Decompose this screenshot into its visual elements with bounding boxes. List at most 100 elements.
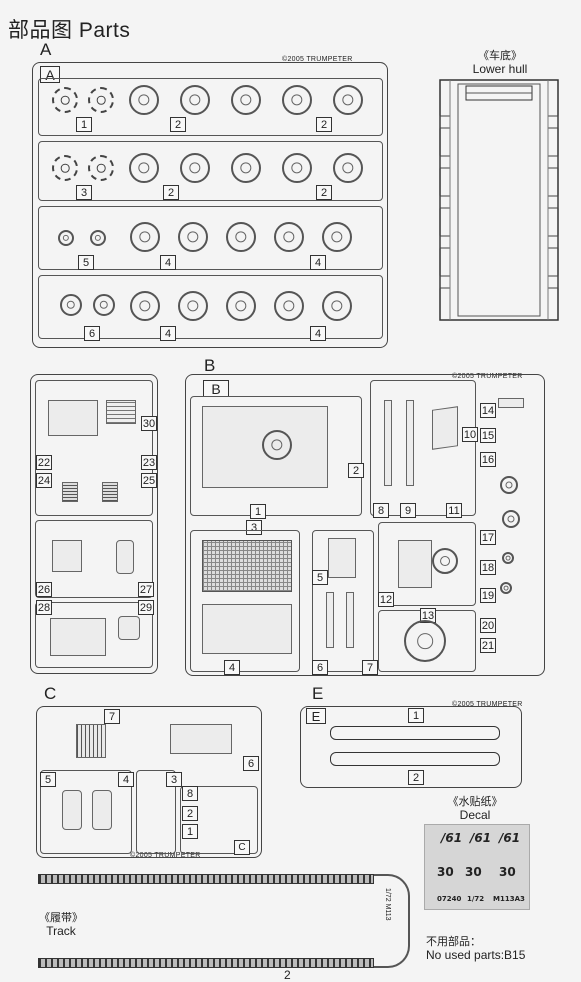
part-number: 2 [316,185,332,200]
part-number: 2 [316,117,332,132]
box-part [52,540,82,572]
sprue-b-cell [35,380,153,516]
idler-wheel-icon [60,294,82,316]
sprue-b-letter: B [204,356,216,375]
part-number: 29 [138,600,154,615]
part-number: 6 [84,326,100,341]
sprue-e-copyright: ©2005 TRUMPETER [452,701,523,708]
circular-part-icon [432,548,458,574]
part-number: 5 [40,772,56,787]
fitting-part [118,616,140,640]
sprue-b-cell [190,530,300,672]
part-number: 9 [400,503,416,518]
light-cluster-part [62,790,82,830]
sprue-b-cell [35,520,153,598]
part-number: 1 [250,504,266,519]
part-number: 21 [480,638,496,653]
grille-part [106,400,136,424]
part-number: 6 [243,756,259,771]
door-part [328,538,356,578]
sprue-a-row-3 [38,206,383,270]
sprue-c-cell [136,770,176,854]
road-wheel-icon [282,153,312,183]
track-run-lower [38,958,374,968]
road-wheel-icon [178,291,208,321]
road-wheel-icon [333,85,363,115]
part-number: 26 [36,582,52,597]
part-number: 4 [224,660,240,675]
part-number: 28 [36,600,52,615]
plate-part [432,406,458,450]
part-number: 6 [312,660,328,675]
part-number: 4 [118,772,134,787]
sprue-b-cell [312,530,374,672]
part-number: 5 [312,570,328,585]
road-wheel-icon [178,222,208,252]
road-wheel-icon [322,291,352,321]
page-number: 2 [284,968,291,982]
part-number: 10 [462,427,478,442]
part-number: 4 [160,326,176,341]
part-number: 3 [246,520,262,535]
road-wheel-icon [333,153,363,183]
sprue-c-cell [180,786,258,854]
part-number: 4 [310,255,326,270]
part-number: 4 [160,255,176,270]
part-number: 1 [76,117,92,132]
part-number: 4 [310,326,326,341]
sprue-a-frame [32,62,388,348]
sprue-a-copyright: ©2005 TRUMPETER [282,56,353,63]
rail-part [406,400,414,486]
part-number: 3 [76,185,92,200]
sprue-c-copyright: ©2005 TRUMPETER [130,852,201,859]
road-wheel-icon [274,222,304,252]
part-number: 30 [141,416,157,431]
decal-sheet: /61 /61 /61 30 30 30 07240 1/72 M113A3 [424,824,530,910]
sprue-b-cell [190,396,362,516]
sprue-e-frame [300,706,522,788]
sprue-b-cell [370,380,476,516]
road-wheel-icon [231,153,261,183]
hatch-ring-icon [262,430,292,460]
sprue-c-inner-letter: C [234,840,250,855]
road-wheel-icon [226,222,256,252]
part-number: 7 [362,660,378,675]
track-caption-cn: 《履带》 [39,912,83,924]
small-wheel-icon [502,552,514,564]
lower-hull-caption-cn: 《车底》 [478,50,522,62]
road-wheel-icon [322,222,352,252]
rod-part [346,592,354,648]
decal-mark: /61 [499,831,521,845]
sprue-a-row-1 [38,78,383,136]
sprue-a-row-4 [38,275,383,339]
part-number: 2 [163,185,179,200]
side-skirt-part [330,726,500,740]
part-number: 7 [104,709,120,724]
track-loop [374,874,410,968]
part-number: 2 [182,806,198,821]
road-wheel-icon [226,291,256,321]
road-wheel-icon [231,85,261,115]
sprue-e-inner-letter: E [306,708,326,724]
stowage-bin-part [170,724,232,754]
rail-part [384,400,392,486]
part-number: 19 [480,588,496,603]
decal-scale: 1/72 [467,895,485,903]
rod-part [326,592,334,648]
road-wheel-icon [129,85,159,115]
part-number: 2 [348,463,364,478]
track-link-part [62,482,78,502]
road-wheel-icon [282,85,312,115]
track-side-label: 1/72 M113 [384,888,391,921]
part-number: 12 [378,592,394,607]
part-number: 25 [141,473,157,488]
decal-mark: /61 [470,831,492,845]
sprue-a-row-2 [38,141,383,201]
small-wheel-icon [500,582,512,594]
part-number: 22 [36,455,52,470]
road-wheel-icon [129,153,159,183]
part-number: 11 [446,503,462,518]
track-link-part [102,482,118,502]
part-number: 8 [182,786,198,801]
decal-mark: 30 [465,865,482,879]
